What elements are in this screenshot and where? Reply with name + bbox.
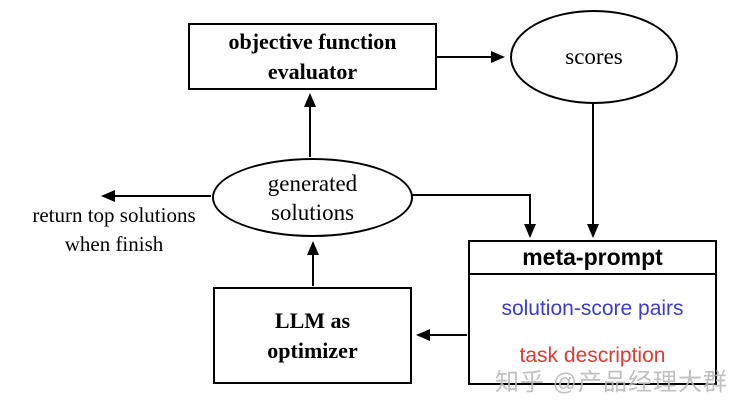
generated-solutions-label: generated solutions — [267, 170, 358, 225]
llm-as-optimizer-box: LLM as optimizer — [213, 287, 412, 384]
objective-function-evaluator-label: objective function evaluator — [228, 28, 397, 84]
watermark-text: 知乎 @产品经理大群 — [494, 369, 728, 396]
task-description-label: task description — [519, 344, 666, 367]
arrow-generated-solutions-to-meta-prompt — [412, 194, 536, 238]
meta-prompt-box: meta-prompt solution-score pairs task de… — [468, 240, 717, 385]
scores-ellipse: scores — [510, 10, 678, 104]
generated-solutions-ellipse: generated solutions — [212, 158, 413, 237]
scores-label: scores — [565, 44, 623, 69]
return-top-solutions-note: return top solutions when finish — [32, 203, 196, 256]
meta-prompt-title: meta-prompt — [470, 242, 715, 275]
objective-function-evaluator-box: objective function evaluator — [188, 23, 437, 90]
llm-as-optimizer-label: LLM as optimizer — [267, 307, 358, 363]
solution-score-pairs-label: solution-score pairs — [501, 297, 684, 320]
